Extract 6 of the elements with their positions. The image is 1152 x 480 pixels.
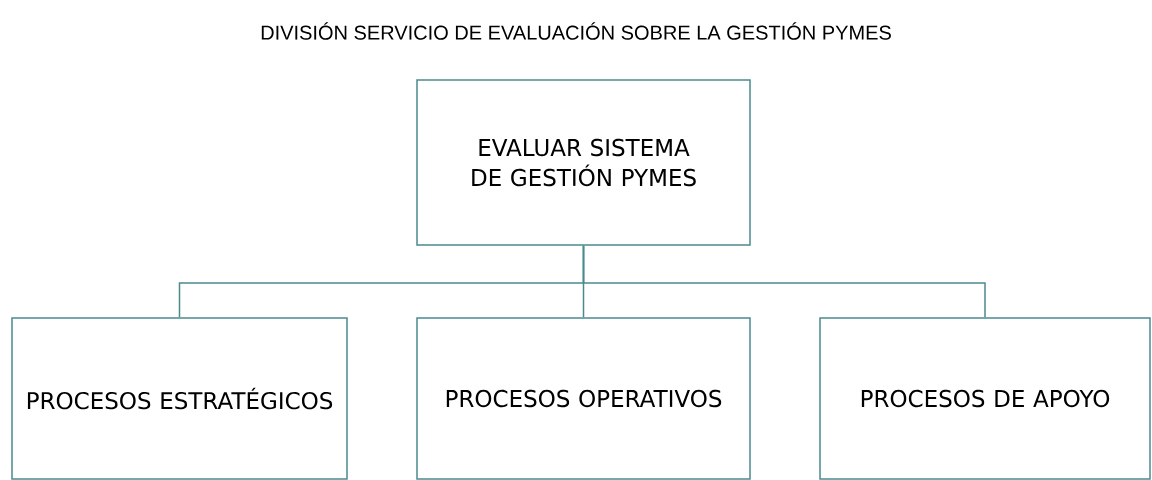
title: DIVISIÓN SERVICIO DE EVALUACIÓN SOBRE LA GESTIÓN PYMES: [261, 22, 891, 40]
process-box: EVALUAR SISTEMA DE GESTIÓN PYMES: [416, 79, 751, 246]
process-box: PROCESOS ESTRATÉGICOS: [11, 317, 348, 480]
process-box: PROCESOS OPERATIVOS: [416, 317, 751, 480]
connector-line: [582, 245, 986, 318]
process-box: PROCESOS DE APOYO: [819, 317, 1151, 480]
